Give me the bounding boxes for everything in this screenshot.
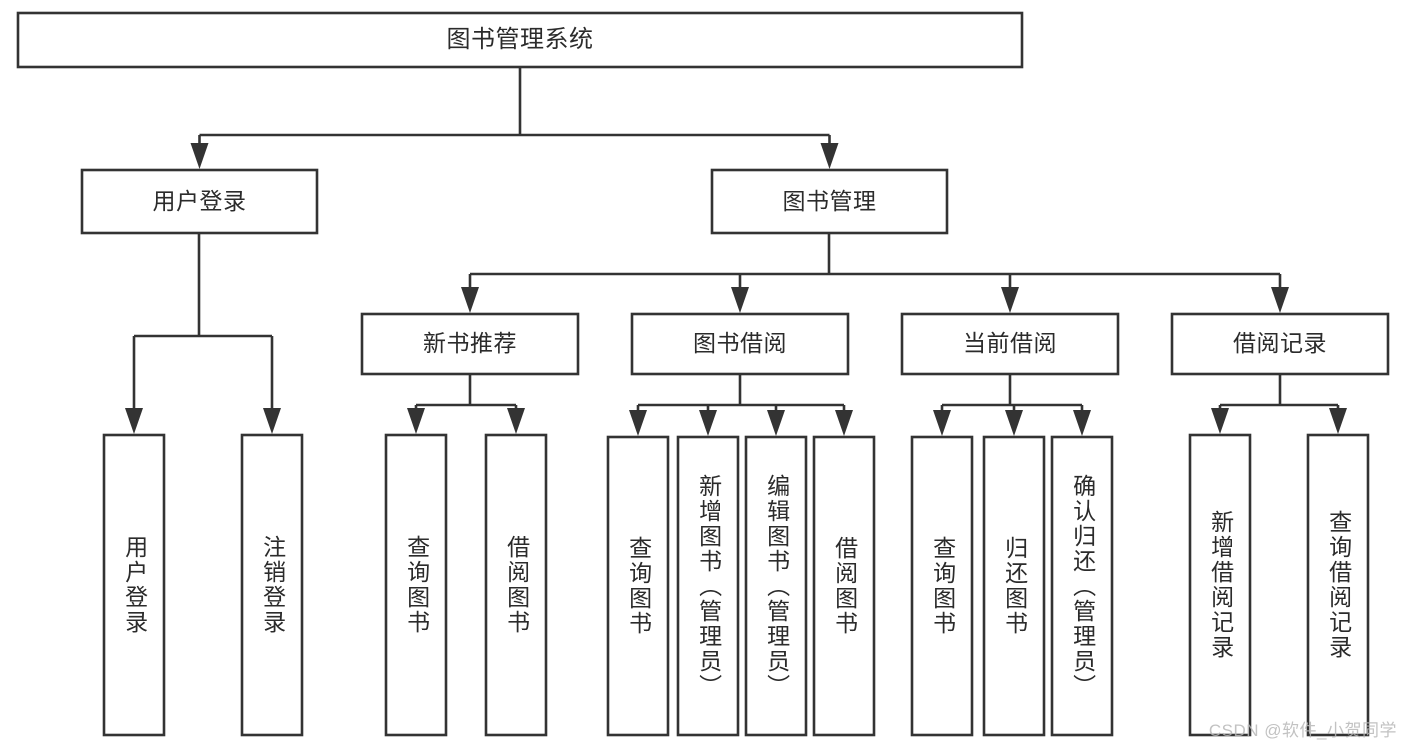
node-box-l3_current_borrow[interactable]: [900, 312, 1120, 376]
watermark: CSDN @软件_小贺同学: [1208, 721, 1397, 740]
book-borrow-bus-arrow-1: [699, 410, 717, 436]
current-borrow-bus: [933, 374, 1091, 436]
user-login-bus-arrow-1: [263, 408, 281, 434]
node-box-leaf_bb_borrow_book[interactable]: [812, 435, 876, 737]
current-borrow-bus-arrow-1: [1005, 410, 1023, 436]
node-box-l2_book_manage[interactable]: [710, 168, 949, 235]
node-box-leaf_br_add_record[interactable]: [1188, 433, 1252, 737]
node-box-leaf_user_login[interactable]: [102, 433, 166, 737]
current-borrow-bus-arrow-2: [1073, 410, 1091, 436]
new-book-rec-bus-arrow-0: [407, 408, 425, 434]
node-box-leaf_rec_borrow_book[interactable]: [484, 433, 548, 737]
book-borrow-bus-arrow-3: [835, 410, 853, 436]
book-manage-bus-arrow-2: [1001, 287, 1019, 313]
root-bus-arrow-0: [190, 143, 209, 169]
node-box-l3_new_book_rec[interactable]: [360, 312, 580, 376]
borrow-record-bus-arrow-1: [1329, 408, 1347, 434]
user-login-bus-arrow-0: [125, 408, 143, 434]
root-bus: [190, 67, 839, 169]
root-bus-arrow-1: [820, 143, 839, 169]
node-box-l3_borrow_record[interactable]: [1170, 312, 1390, 376]
node-box-leaf_bb_query_book[interactable]: [606, 435, 670, 737]
boxes-layer: [16, 11, 1390, 737]
node-box-leaf_cb_return_book[interactable]: [982, 435, 1046, 737]
current-borrow-bus-arrow-0: [933, 410, 951, 436]
new-book-rec-bus: [407, 374, 525, 434]
book-manage-bus-arrow-0: [461, 287, 479, 313]
node-box-leaf_cb_query_book[interactable]: [910, 435, 974, 737]
node-box-leaf_rec_query_book[interactable]: [384, 433, 448, 737]
node-box-leaf_bb_edit_book[interactable]: [744, 435, 808, 737]
node-box-root[interactable]: [16, 11, 1024, 69]
node-box-l2_user_login[interactable]: [80, 168, 319, 235]
node-box-leaf_br_query_record[interactable]: [1306, 433, 1370, 737]
book-manage-bus: [461, 233, 1289, 313]
borrow-record-bus-arrow-0: [1211, 408, 1229, 434]
node-box-leaf_bb_add_book[interactable]: [676, 435, 740, 737]
node-box-leaf_cb_confirm_return[interactable]: [1050, 435, 1114, 737]
node-box-leaf_logout[interactable]: [240, 433, 304, 737]
user-login-bus: [125, 233, 281, 434]
book-manage-bus-arrow-1: [731, 287, 749, 313]
node-box-l3_book_borrow[interactable]: [630, 312, 850, 376]
book-manage-bus-arrow-3: [1271, 287, 1289, 313]
connectors-layer: [125, 67, 1347, 436]
new-book-rec-bus-arrow-1: [507, 408, 525, 434]
book-borrow-bus-arrow-2: [767, 410, 785, 436]
borrow-record-bus: [1211, 374, 1347, 434]
book-borrow-bus: [629, 374, 853, 436]
book-borrow-bus-arrow-0: [629, 410, 647, 436]
